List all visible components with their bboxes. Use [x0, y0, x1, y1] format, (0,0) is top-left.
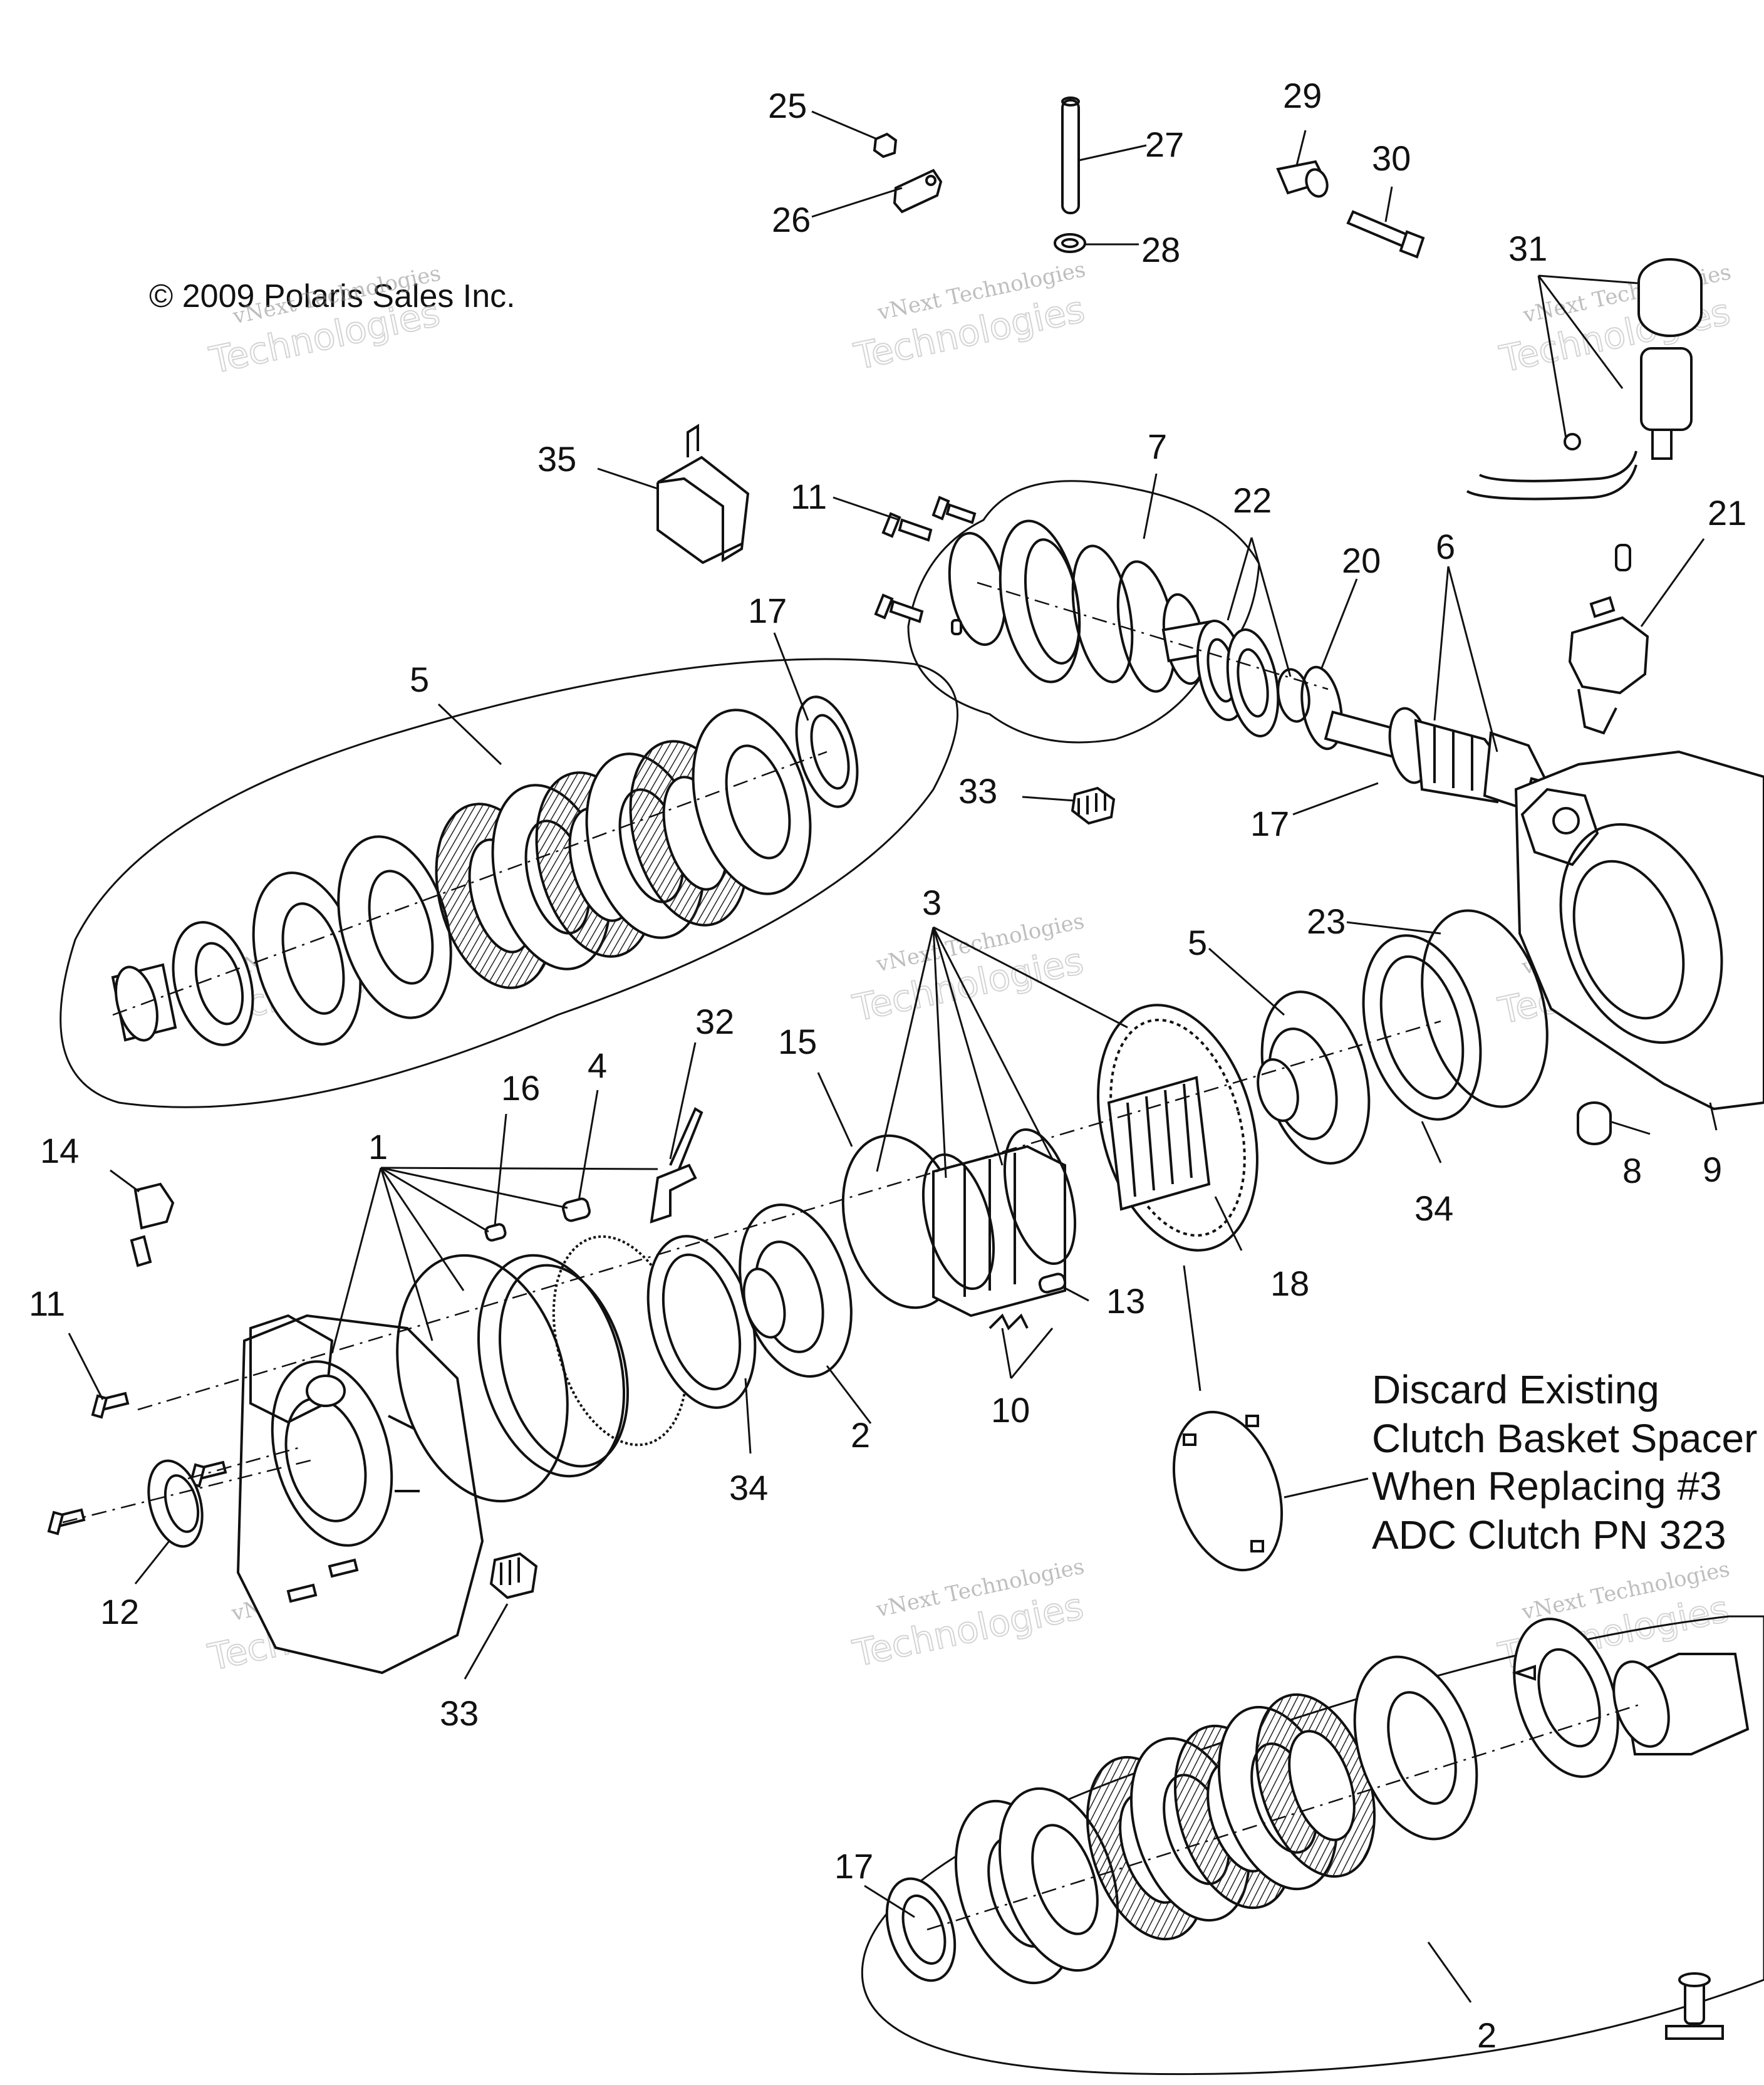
part-11-bolts-upper	[874, 496, 977, 635]
part-28-ring	[1054, 233, 1086, 253]
callout-labels: 25 26 27 28 29 30 31 35 11 7 22 20 6 21 …	[29, 76, 1746, 2055]
note-line-2: Clutch Basket Spacer	[1372, 1416, 1757, 1461]
callout-5-upper: 5	[410, 660, 429, 699]
copyright-text: © 2009 Polaris Sales Inc.	[149, 278, 516, 315]
callout-21: 21	[1708, 493, 1746, 533]
callout-33-lower: 33	[440, 1693, 479, 1733]
basket-spacer-ring	[1172, 1410, 1284, 1572]
part-23-oring	[1421, 909, 1549, 1108]
callout-34-upper: 34	[1414, 1188, 1453, 1228]
callout-18: 18	[1270, 1264, 1309, 1303]
callout-11-upper: 11	[791, 477, 827, 516]
callout-17-lower: 17	[834, 1846, 873, 1886]
callout-31: 31	[1508, 229, 1547, 268]
bolt-bottom-right	[1665, 1972, 1724, 2040]
callout-7: 7	[1148, 427, 1167, 466]
part-25-nut	[873, 132, 898, 159]
part-26-clip	[893, 169, 943, 214]
callout-11-lower: 11	[29, 1284, 65, 1323]
part-22-seals	[1196, 619, 1310, 737]
part-12-seal	[147, 1459, 204, 1548]
part-8-plug	[1577, 1101, 1612, 1145]
callout-25: 25	[768, 86, 807, 125]
part-4-sleeve	[562, 1197, 591, 1222]
part-32-clip	[650, 1107, 703, 1224]
part-30-bolt	[1346, 210, 1425, 259]
callout-1: 1	[368, 1127, 388, 1167]
callout-33-upper: 33	[958, 771, 997, 811]
part-18-ring-gear	[1097, 1004, 1258, 1252]
callout-9: 9	[1703, 1150, 1722, 1189]
callout-10: 10	[991, 1390, 1030, 1430]
callout-35: 35	[537, 439, 576, 479]
callout-8: 8	[1622, 1151, 1642, 1190]
callout-15: 15	[778, 1022, 817, 1061]
part-13-pin	[1038, 1272, 1067, 1294]
part-21-sensor	[1568, 544, 1649, 735]
callout-20: 20	[1342, 541, 1381, 580]
callout-2-hub: 2	[851, 1415, 870, 1455]
note-line-3: When Replacing #3	[1372, 1464, 1722, 1509]
centerlines	[62, 581, 1642, 1931]
callout-3: 3	[922, 883, 942, 922]
callout-26: 26	[772, 200, 811, 239]
part-29-bushing	[1276, 160, 1329, 198]
note-line-4: ADC Clutch PN 323	[1372, 1512, 1726, 1557]
part-2-clutch-pack-lower	[885, 1618, 1750, 1985]
callout-13: 13	[1106, 1281, 1145, 1321]
part-27-rod	[1061, 96, 1080, 214]
part-14-bleeder	[130, 1182, 175, 1267]
part-10-springs	[988, 1313, 1029, 1331]
callout-14: 14	[40, 1131, 79, 1170]
part-3-clutch-basket	[921, 1128, 1077, 1318]
callout-6: 6	[1436, 527, 1455, 566]
part-33-bearing-lower	[489, 1552, 538, 1599]
callout-17-upper: 17	[748, 591, 787, 630]
callout-23: 23	[1307, 902, 1346, 941]
part-35-bracket	[656, 424, 750, 564]
part-5-hub	[1257, 991, 1371, 1165]
part-9-housing	[1514, 750, 1764, 1111]
callout-4: 4	[588, 1046, 607, 1085]
part-33-bearing-upper	[1071, 786, 1116, 825]
callout-29: 29	[1283, 76, 1322, 115]
part-31-reservoir	[1466, 258, 1703, 501]
part-2-hub	[739, 1204, 853, 1378]
callout-28: 28	[1141, 230, 1180, 269]
callout-34-lower: 34	[729, 1468, 768, 1507]
callout-22: 22	[1233, 481, 1272, 520]
callout-32: 32	[695, 1002, 734, 1041]
part-20-ring	[1300, 665, 1343, 751]
leader-lines	[68, 110, 1718, 2003]
callout-27: 27	[1145, 125, 1184, 164]
callout-30: 30	[1372, 138, 1411, 178]
part-7-piston	[948, 519, 1220, 693]
part-5-clutch-pack-upper	[111, 695, 859, 1046]
callout-17-mid: 17	[1250, 804, 1289, 843]
callout-5-hub: 5	[1188, 923, 1207, 962]
callout-12: 12	[100, 1592, 139, 1631]
callout-16: 16	[501, 1068, 540, 1108]
note-line-1: Discard Existing	[1372, 1367, 1659, 1412]
discard-note: Discard Existing Clutch Basket Spacer Wh…	[1372, 1367, 1757, 1557]
part-5-envelope-upper	[60, 658, 959, 1108]
callout-2-lower: 2	[1477, 2015, 1497, 2055]
part-7-envelope	[907, 480, 1260, 744]
part-16-pin	[484, 1223, 507, 1242]
part-1-cover	[236, 1314, 484, 1675]
